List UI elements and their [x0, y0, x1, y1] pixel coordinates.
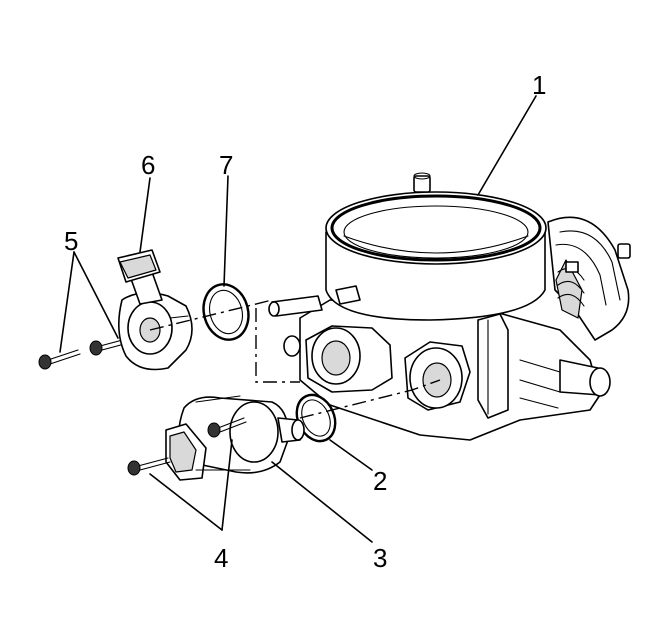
- tps-screws-5: [38, 251, 133, 370]
- callout-1: 1: [532, 70, 546, 100]
- callout-5: 5: [64, 226, 78, 256]
- leader-line-3: [271, 461, 373, 543]
- iac-screws-4: [127, 417, 247, 531]
- leader-line-2: [329, 439, 373, 471]
- tps-sensor-6: [117, 177, 193, 371]
- leader-line-4b: [221, 439, 233, 531]
- leader-line-5a: [59, 251, 75, 353]
- callout-3: 3: [373, 543, 387, 573]
- leader-line-1: [477, 95, 537, 196]
- leader-line-5b: [73, 251, 119, 339]
- leader-line-4a: [149, 473, 223, 531]
- callout-7: 7: [219, 150, 233, 180]
- o-ring-7: [202, 175, 250, 341]
- callout-2: 2: [373, 466, 387, 496]
- leader-line-7: [223, 175, 229, 287]
- callout-4: 4: [214, 543, 228, 573]
- callout-labels: 1 2 3 4 5 6 7: [64, 70, 546, 573]
- throttle-body: [268, 95, 631, 441]
- iac-valve-3: [165, 395, 373, 543]
- callout-6: 6: [141, 150, 155, 180]
- alignment-lines: [149, 299, 441, 419]
- leader-line-6: [139, 177, 151, 253]
